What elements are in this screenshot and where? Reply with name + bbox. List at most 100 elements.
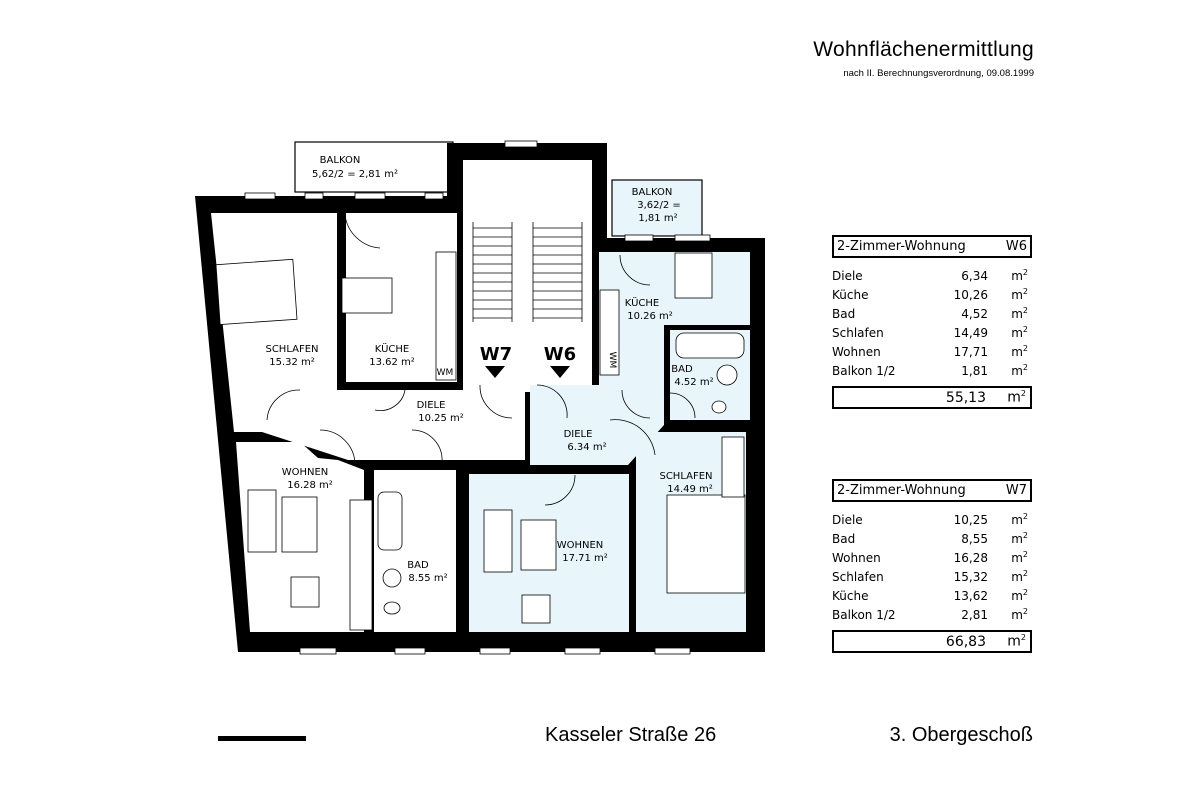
row-value: 16,28 bbox=[953, 550, 988, 565]
window bbox=[299, 647, 337, 655]
svg-text:SCHLAFEN: SCHLAFEN bbox=[659, 471, 712, 482]
door-arc bbox=[411, 429, 443, 463]
row-name: Diele bbox=[832, 512, 863, 527]
svg-text:16.28 m²: 16.28 m² bbox=[287, 480, 333, 491]
row-name: Wohnen bbox=[832, 550, 881, 565]
door-arc bbox=[619, 254, 651, 286]
entrance-arrow-w6 bbox=[550, 366, 570, 378]
svg-text:WOHNEN: WOHNEN bbox=[282, 467, 329, 478]
row-unit: m2 bbox=[1011, 306, 1028, 321]
row-unit: m2 bbox=[1011, 268, 1028, 283]
toilet-w6 bbox=[711, 400, 727, 414]
address: Kasseler Straße 26 bbox=[545, 724, 717, 746]
door-arc bbox=[266, 389, 301, 421]
table-row: Diele 6,34 m2 bbox=[832, 266, 1032, 285]
row-name: Bad bbox=[832, 531, 856, 546]
row-name: Balkon 1/2 bbox=[832, 607, 896, 622]
svg-text:3,62/2 =: 3,62/2 = bbox=[637, 200, 681, 211]
sink-w7 bbox=[382, 568, 402, 588]
svg-text:10.25 m²: 10.25 m² bbox=[418, 413, 464, 424]
svg-text:5,62/2 = 2,81 m²: 5,62/2 = 2,81 m² bbox=[312, 169, 398, 180]
window bbox=[424, 192, 444, 200]
row-value: 1,81 bbox=[961, 363, 988, 378]
bathtub-w6 bbox=[675, 332, 745, 359]
door-arc bbox=[621, 389, 651, 419]
door-arc bbox=[319, 429, 356, 466]
dining-table-w7 bbox=[341, 277, 393, 314]
svg-text:15.32 m²: 15.32 m² bbox=[269, 357, 315, 368]
table-title: 2-Zimmer-Wohnung bbox=[837, 483, 966, 498]
door-arc bbox=[536, 384, 568, 419]
wardrobe-w6 bbox=[721, 436, 745, 498]
window bbox=[394, 647, 426, 655]
table-w7 bbox=[281, 496, 318, 553]
stairwell bbox=[463, 160, 592, 392]
svg-text:WOHNEN: WOHNEN bbox=[557, 540, 604, 551]
furniture bbox=[215, 251, 746, 631]
row-value: 8,55 bbox=[961, 531, 988, 546]
window bbox=[244, 192, 276, 200]
balcony-w7 bbox=[294, 141, 454, 193]
washer-label-w7: WM bbox=[437, 368, 454, 378]
row-unit: m2 bbox=[1011, 287, 1028, 302]
svg-text:DIELE: DIELE bbox=[564, 429, 593, 440]
table-total: 66,83 m2 bbox=[832, 630, 1032, 653]
row-value: 6,34 bbox=[961, 268, 988, 283]
svg-text:KÜCHE: KÜCHE bbox=[625, 296, 659, 309]
door-arc bbox=[479, 384, 513, 419]
row-value: 2,81 bbox=[961, 607, 988, 622]
row-value: 14,49 bbox=[953, 325, 988, 340]
row-unit: m2 bbox=[1011, 607, 1028, 622]
row-value: 15,32 bbox=[953, 569, 988, 584]
svg-text:6.34 m²: 6.34 m² bbox=[567, 442, 606, 453]
row-name: Küche bbox=[832, 287, 869, 302]
svg-text:BAD: BAD bbox=[407, 560, 429, 571]
svg-text:13.62 m²: 13.62 m² bbox=[369, 357, 415, 368]
window bbox=[674, 234, 711, 242]
window bbox=[354, 192, 386, 200]
sink-w6 bbox=[716, 364, 738, 386]
row-name: Schlafen bbox=[832, 569, 884, 584]
armchair-w7 bbox=[290, 576, 320, 608]
svg-text:17.71 m²: 17.71 m² bbox=[562, 553, 608, 564]
kitchen-counter-w6 bbox=[599, 289, 620, 376]
row-unit: m2 bbox=[1011, 363, 1028, 378]
bed-w7 bbox=[215, 258, 298, 326]
svg-text:4.52 m²: 4.52 m² bbox=[674, 377, 713, 388]
window bbox=[304, 192, 324, 200]
row-value: 4,52 bbox=[961, 306, 988, 321]
row-unit: m2 bbox=[1011, 569, 1028, 584]
table-title: 2-Zimmer-Wohnung bbox=[837, 239, 966, 254]
bed-w6 bbox=[666, 494, 746, 594]
armchair-w6 bbox=[521, 594, 551, 624]
sofa-w6 bbox=[483, 509, 513, 573]
row-value: 17,71 bbox=[953, 344, 988, 359]
row-name: Diele bbox=[832, 268, 863, 283]
table-row: Schlafen 15,32 m2 bbox=[832, 567, 1032, 586]
door-arc bbox=[544, 474, 576, 506]
page-title: Wohnflächenermittlung bbox=[813, 38, 1034, 61]
table-header: 2-Zimmer-Wohnung W6 bbox=[832, 235, 1032, 258]
window bbox=[654, 647, 691, 655]
floor-label: 3. Obergeschoß bbox=[889, 724, 1033, 746]
window bbox=[564, 647, 601, 655]
bathtub-w7 bbox=[377, 491, 403, 551]
room-diele-w6 bbox=[530, 385, 664, 465]
washer-label-w6: WM bbox=[607, 352, 617, 369]
svg-text:BAD: BAD bbox=[671, 364, 693, 375]
door-arc bbox=[344, 214, 381, 249]
page-subtitle: nach II. Berechnungsverordnung, 09.08.19… bbox=[843, 68, 1034, 79]
row-name: Schlafen bbox=[832, 325, 884, 340]
svg-text:BALKON: BALKON bbox=[320, 155, 361, 166]
svg-text:DIELE: DIELE bbox=[417, 400, 446, 411]
svg-text:14.49 m²: 14.49 m² bbox=[667, 484, 713, 495]
